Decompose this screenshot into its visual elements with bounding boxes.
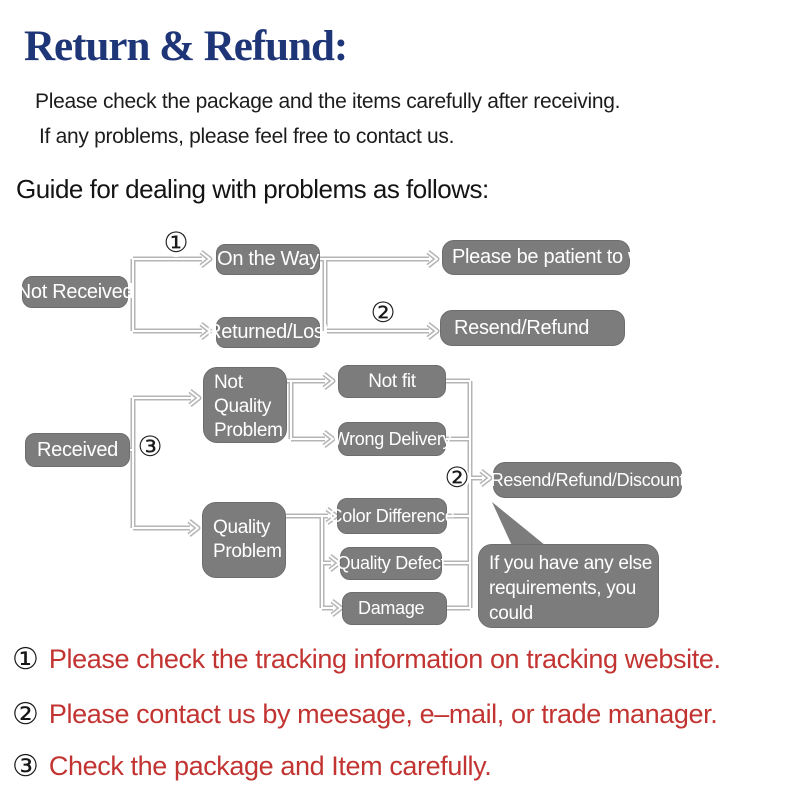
flow-node-not-received: Not Received bbox=[17, 276, 134, 308]
flow-node-resend-refund: Resend/Refund bbox=[440, 310, 625, 346]
flow-node-on-the-way: On the Way bbox=[216, 244, 320, 275]
guide-heading: Guide for dealing with problems as follo… bbox=[16, 174, 489, 204]
intro-line-1: Please check the package and the items c… bbox=[35, 90, 621, 113]
marker-3-icon: ③ bbox=[137, 430, 163, 463]
flow-node-quality-defect: Quality Defect bbox=[337, 547, 446, 580]
flow-node-not-quality-problem: Not Quality Problem bbox=[203, 367, 287, 443]
marker-2-top-icon: ② bbox=[370, 296, 396, 329]
speech-bubble-tail bbox=[492, 502, 551, 550]
footnote-3: ③ Check the package and Item carefully. bbox=[12, 748, 492, 784]
marker-2-bottom-icon: ② bbox=[444, 461, 470, 494]
page-title: Return & Refund: bbox=[24, 23, 348, 70]
footnote-1: ① Please check the tracking information … bbox=[12, 644, 721, 675]
flow-node-damage: Damage bbox=[342, 592, 447, 625]
footnote-1-text: Please check the tracking information on… bbox=[48, 644, 721, 674]
footnote-2-marker-icon: ② bbox=[12, 696, 39, 732]
footnote-3-marker-icon: ③ bbox=[12, 748, 39, 784]
footnote-2-text: Please contact us by meesage, e–mail, or… bbox=[48, 699, 718, 729]
footnote-1-marker-icon: ① bbox=[12, 641, 39, 677]
flow-node-wrong-delivery: Wrong Delivery bbox=[333, 422, 452, 456]
marker-1-icon: ① bbox=[163, 226, 189, 259]
flow-node-returned-lost: Returned/Lost bbox=[207, 317, 329, 348]
flow-node-please-be-patient: Please be patient to wait bbox=[442, 240, 663, 275]
speech-bubble-note: If you have any else requirements, you c… bbox=[478, 544, 659, 649]
flow-node-received: Received bbox=[25, 433, 130, 467]
flow-node-color-difference: Color Difference bbox=[330, 498, 455, 534]
footnote-3-text: Check the package and Item carefully. bbox=[48, 751, 492, 781]
flow-node-quality-problem: Quality Problem bbox=[202, 502, 286, 578]
footnote-2: ② Please contact us by meesage, e–mail, … bbox=[12, 696, 718, 732]
flow-node-not-fit: Not fit bbox=[338, 365, 446, 398]
flow-node-resend-refund-discount: Resend/Refund/Discount bbox=[491, 462, 685, 498]
intro-line-2: If any problems, please feel free to con… bbox=[39, 125, 455, 148]
